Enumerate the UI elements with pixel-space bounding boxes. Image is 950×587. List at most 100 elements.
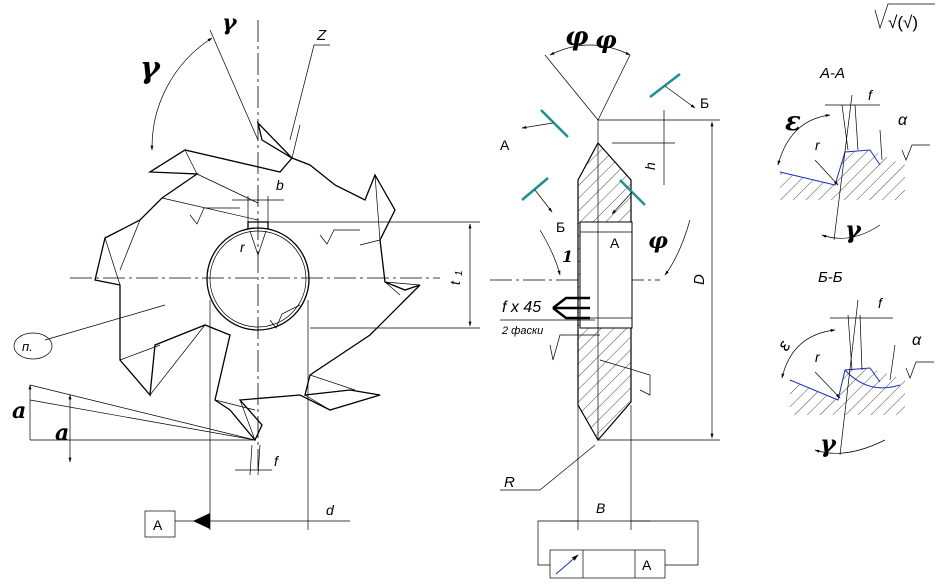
section-bb-eps: ε bbox=[773, 336, 795, 354]
section-b-arrow-top bbox=[664, 85, 696, 109]
z-label: Z bbox=[316, 27, 327, 44]
top-gamma: γ bbox=[222, 10, 238, 36]
section-bb-f-ext-2 bbox=[859, 314, 863, 371]
tolerance-frame bbox=[549, 549, 666, 579]
b-label: b bbox=[276, 177, 284, 193]
runout-icon bbox=[555, 554, 579, 575]
section-bb-eps-arc bbox=[781, 329, 836, 379]
side-roughness bbox=[549, 334, 600, 361]
section-aa-gamma-arc bbox=[821, 224, 881, 239]
datum-triangle bbox=[193, 513, 210, 529]
tooth-faces bbox=[104, 124, 421, 441]
a-label-2: a bbox=[55, 420, 69, 446]
general-roughness-label: √(√) bbox=[888, 13, 918, 32]
section-aa: А-А f α ε r γ bbox=[777, 65, 930, 244]
section-b-mark-top bbox=[649, 73, 681, 98]
section-a-arrow-right bbox=[611, 191, 633, 215]
d-label: d bbox=[326, 502, 335, 518]
roughness-mark-2 bbox=[319, 229, 360, 245]
tolerance-leader-right bbox=[631, 520, 699, 566]
tolerance-datum-label: А bbox=[642, 557, 652, 573]
side-bore bbox=[579, 221, 633, 329]
section-bb-f-ext-1 bbox=[847, 314, 853, 371]
n-label: п. bbox=[22, 339, 33, 354]
keyway-fillet bbox=[249, 230, 267, 257]
section-aa-eps: ε bbox=[785, 107, 801, 137]
section-a-label-top: А bbox=[500, 137, 510, 153]
rake-angle-arc bbox=[150, 37, 213, 151]
f-ext-1 bbox=[249, 444, 253, 476]
section-bb-f-label: f bbox=[878, 295, 884, 311]
section-aa-axis bbox=[833, 94, 853, 241]
section-aa-roughness bbox=[901, 144, 930, 161]
keyway bbox=[247, 221, 269, 229]
phi1-sub-label: 1 bbox=[562, 247, 573, 266]
roughness-mark-3 bbox=[269, 304, 301, 329]
section-aa-r-leader bbox=[814, 159, 839, 186]
general-roughness-mark bbox=[874, 3, 935, 30]
t1-sub-label: 1 bbox=[454, 270, 465, 276]
section-bb-alpha-line bbox=[889, 344, 896, 381]
chamfer-label: f x 45 bbox=[502, 299, 541, 316]
section-b-mark-left bbox=[521, 177, 549, 201]
h-label: h bbox=[642, 162, 658, 170]
section-bb-r: r bbox=[815, 349, 821, 365]
section-aa-hatch bbox=[780, 150, 905, 200]
section-bb-title: Б-Б bbox=[818, 269, 843, 286]
section-b-label-left: Б bbox=[556, 219, 565, 235]
phi-arc bbox=[549, 44, 631, 56]
section-b-arrow-left bbox=[534, 189, 553, 213]
section-bb-axis bbox=[839, 299, 859, 456]
side-view: φ φ D h А Б Б А φ 1 f x 45 2 фаски bbox=[490, 22, 720, 579]
section-bb: Б-Б f α ε r γ bbox=[773, 269, 934, 458]
chamfer-note: 2 фаски bbox=[501, 325, 543, 337]
bore-inner-circle bbox=[209, 230, 307, 328]
f-label: f bbox=[274, 453, 280, 469]
section-aa-f-ext-2 bbox=[854, 104, 859, 151]
section-aa-title: А-А bbox=[819, 65, 845, 82]
phi-label-2: φ bbox=[595, 25, 617, 54]
n-callout bbox=[13, 332, 53, 360]
side-roughness-2 bbox=[599, 359, 651, 396]
front-view: Z γ γ b r t 1 п. a a bbox=[12, 10, 480, 538]
chamfer-mark bbox=[552, 296, 590, 320]
section-aa-alpha-line bbox=[879, 129, 883, 161]
section-bb-gamma-arc bbox=[814, 439, 886, 454]
section-aa-r: r bbox=[815, 137, 821, 153]
section-a-mark-top bbox=[540, 109, 569, 138]
n-leader bbox=[44, 304, 166, 341]
bore-circle bbox=[206, 227, 310, 331]
section-a-mark-right bbox=[619, 179, 646, 206]
section-a-label-right: А bbox=[610, 235, 620, 251]
phi-label: φ bbox=[565, 22, 589, 52]
phi-line-left bbox=[544, 54, 599, 121]
B-label: B bbox=[596, 500, 605, 516]
R-leader bbox=[539, 444, 596, 491]
r-label: r bbox=[240, 239, 246, 255]
phi1-arc-left bbox=[539, 229, 561, 276]
R-label: R bbox=[504, 474, 515, 491]
tolerance-leader-left bbox=[537, 520, 578, 566]
section-aa-f-label: f bbox=[868, 87, 874, 103]
rake-gamma: γ bbox=[140, 51, 161, 86]
rake-line bbox=[209, 29, 259, 141]
phi-line-right bbox=[597, 54, 631, 121]
section-bb-roughness bbox=[905, 361, 934, 379]
datum-label: А bbox=[153, 517, 163, 533]
t1-label: t bbox=[447, 280, 463, 285]
a-line-2 bbox=[29, 399, 256, 441]
phi1-arc-right bbox=[664, 219, 691, 276]
section-bb-alpha: α bbox=[912, 332, 922, 349]
section-bb-gamma: γ bbox=[820, 429, 837, 458]
phi1-label: φ bbox=[648, 228, 668, 254]
cutter-teeth-outline bbox=[94, 120, 421, 442]
a-line-1 bbox=[29, 384, 256, 441]
z-leader bbox=[289, 44, 330, 141]
section-bb-r-leader bbox=[814, 371, 841, 399]
section-a-arrow-top bbox=[521, 122, 554, 129]
section-aa-eps-arc bbox=[777, 114, 831, 166]
datum-frame bbox=[144, 510, 176, 538]
section-aa-gamma: γ bbox=[845, 215, 862, 244]
D-label: D bbox=[691, 274, 708, 285]
